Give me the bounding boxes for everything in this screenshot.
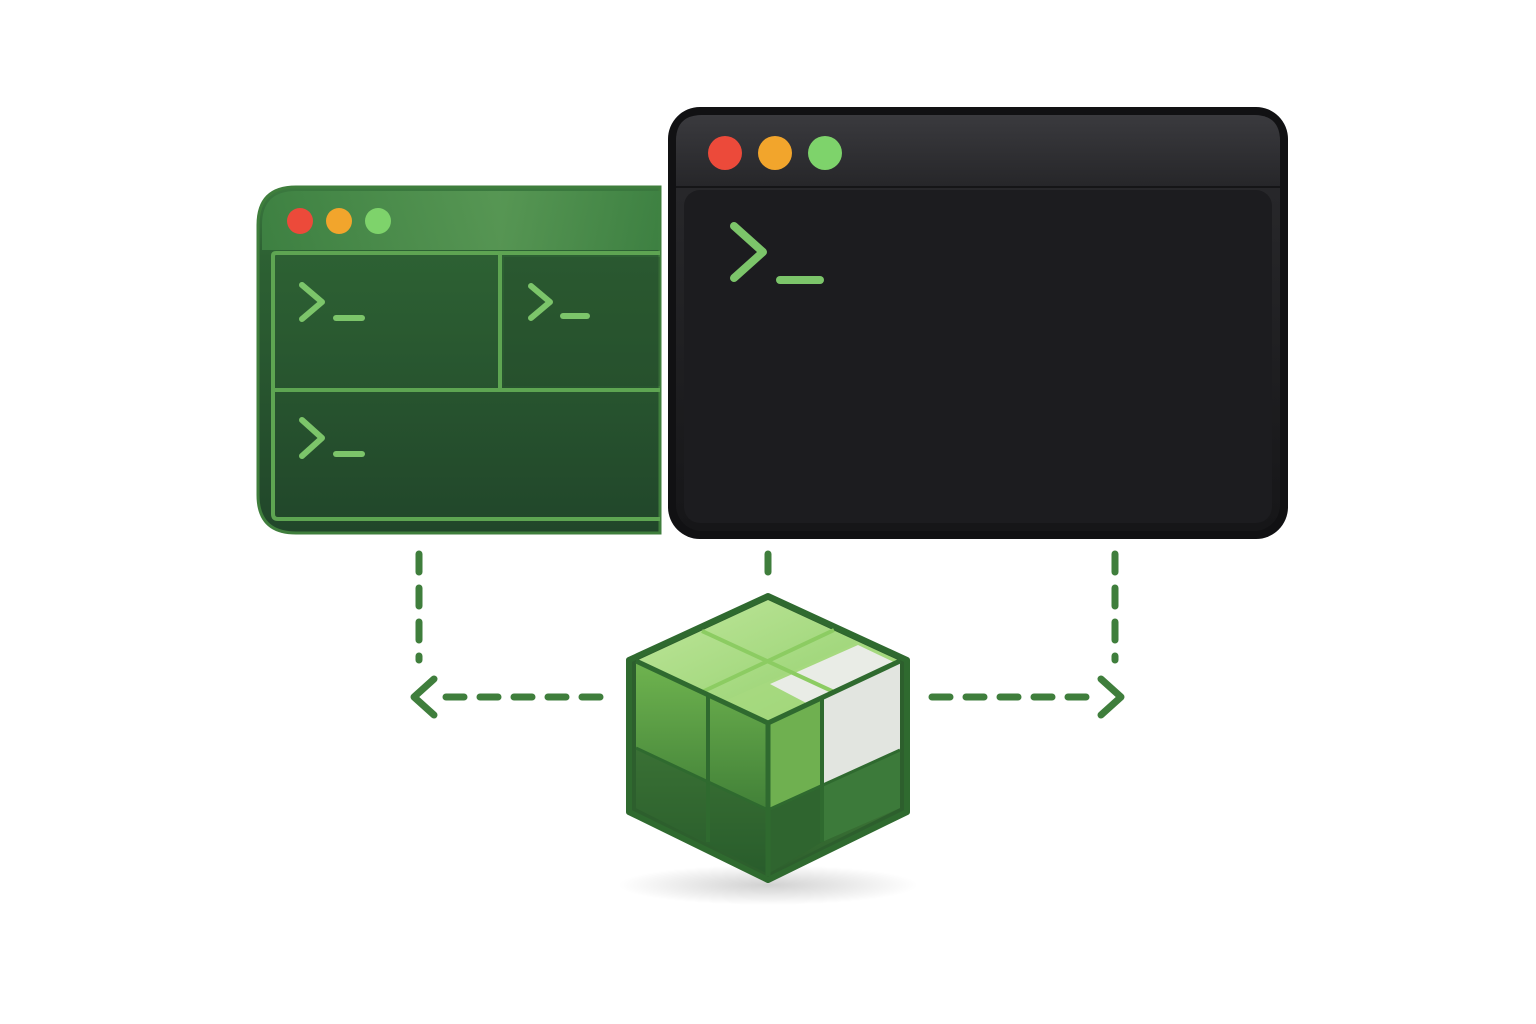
terminal-prompt-icon [299, 282, 365, 322]
close-dot[interactable] [287, 208, 313, 234]
arrow-right-icon [1097, 675, 1125, 719]
minimize-dot[interactable] [758, 136, 792, 170]
terminal-prompt-icon [730, 222, 824, 284]
pane-top-left[interactable] [299, 282, 365, 322]
terminal-prompt-icon [299, 417, 365, 459]
minimize-dot[interactable] [326, 208, 352, 234]
pane-main[interactable] [730, 222, 824, 284]
pane-top-right[interactable] [528, 283, 590, 321]
maximize-dot[interactable] [808, 136, 842, 170]
terminal-prompt-icon [528, 283, 590, 321]
split-terminal-window [256, 185, 662, 535]
cube-container-icon [618, 593, 918, 905]
pane-bottom[interactable] [299, 417, 365, 459]
maximize-dot[interactable] [365, 208, 391, 234]
terminal-window [668, 107, 1288, 539]
close-dot[interactable] [708, 136, 742, 170]
arrow-left-icon [410, 675, 438, 719]
connector-lines [415, 550, 1119, 701]
